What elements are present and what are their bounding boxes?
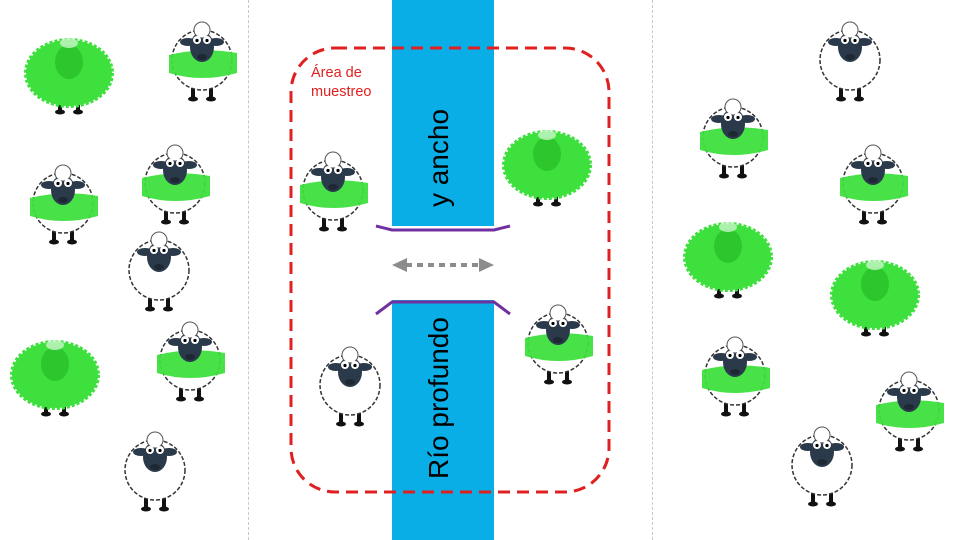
lower-bank-line <box>375 300 511 316</box>
sheep-green-band-icon <box>18 158 108 248</box>
sheep-green-band-icon <box>690 330 780 420</box>
sheep-green-band-icon <box>157 15 247 105</box>
sheep-green-band-icon <box>288 145 378 235</box>
sheep-full-green-icon <box>830 250 920 340</box>
sheep-full-green-icon <box>502 120 592 210</box>
sampling-area-label-line2: muestreo <box>311 84 372 100</box>
sheep-green-band-icon <box>130 138 220 228</box>
crossing-arrow-icon <box>392 258 494 272</box>
sheep-white-icon <box>777 420 867 510</box>
sheep-green-band-icon <box>864 365 954 455</box>
upper-bank-line <box>375 224 511 232</box>
sheep-white-icon <box>305 340 395 430</box>
river-upper-segment <box>392 0 494 226</box>
sheep-full-green-icon <box>683 212 773 302</box>
sheep-green-band-icon <box>828 138 918 228</box>
sheep-full-green-icon <box>24 28 114 118</box>
sheep-green-band-icon <box>145 315 235 405</box>
sheep-full-green-icon <box>10 330 100 420</box>
sampling-area-label: Área de muestreo <box>311 64 371 102</box>
sheep-white-icon <box>114 225 204 315</box>
right-dashed-divider <box>652 0 653 540</box>
sampling-area-boundary <box>289 46 611 494</box>
sheep-green-band-icon <box>688 92 778 182</box>
river-lower-segment <box>392 300 494 540</box>
sheep-white-icon <box>805 15 895 105</box>
sheep-white-icon <box>110 425 200 515</box>
sheep-green-band-icon <box>513 298 603 388</box>
left-dashed-divider <box>248 0 249 540</box>
sampling-area-label-line1: Área de <box>311 65 362 81</box>
